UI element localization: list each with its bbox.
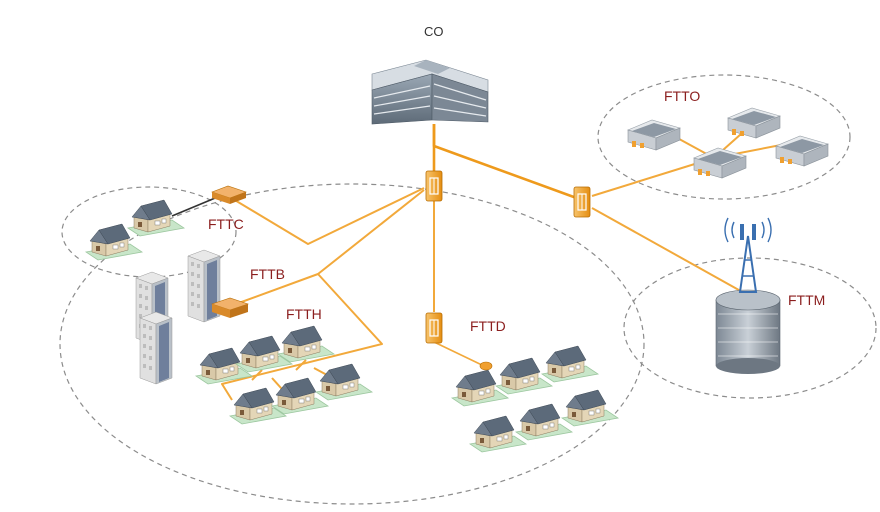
link-fttc-black: [171, 195, 221, 217]
apartment-building-icon: [139, 311, 173, 385]
house-icon: [271, 377, 329, 415]
label-fttd: FTTD: [470, 318, 506, 334]
label-ftth: FTTH: [286, 306, 322, 322]
house-icon: [127, 199, 185, 237]
office-icon: [727, 107, 781, 139]
splitter-icon: [573, 186, 591, 218]
office-icon: [775, 135, 829, 167]
zone-access: [59, 183, 645, 505]
house-icon: [469, 415, 527, 453]
house-icon: [495, 357, 553, 395]
link-splitter1-fttc: [227, 187, 425, 245]
fttd-terminal-icon: [479, 361, 493, 371]
label-ftto: FTTO: [664, 88, 701, 104]
house-icon: [277, 325, 335, 363]
zone-fttc: [61, 186, 237, 278]
ftth-drop-1: [251, 369, 263, 381]
house-icon: [515, 403, 573, 441]
trunk-co-splitter2: [432, 124, 583, 202]
ftth-drop-2: [295, 359, 307, 371]
zone-ftto: [597, 74, 851, 200]
link-fttd-drop: [433, 341, 485, 367]
house-icon: [561, 389, 619, 427]
link-splitter2-fttm: [591, 207, 747, 295]
cell-tower-icon: [715, 217, 781, 374]
label-fttc: FTTC: [208, 216, 244, 232]
zone-fttm: [623, 257, 877, 399]
street-cabinet-icon: [211, 185, 247, 204]
label-fttm: FTTM: [788, 292, 826, 308]
link-splitter2-ftto: [591, 157, 715, 197]
splitter-icon: [425, 170, 443, 202]
street-cabinet-icon: [211, 297, 249, 318]
central-office-building: [371, 59, 489, 125]
office-icon: [627, 119, 681, 151]
label-co: CO: [424, 24, 444, 39]
label-fttb: FTTB: [250, 266, 285, 282]
house-icon: [315, 363, 373, 401]
splitter-icon: [425, 312, 443, 344]
house-icon: [541, 345, 599, 383]
